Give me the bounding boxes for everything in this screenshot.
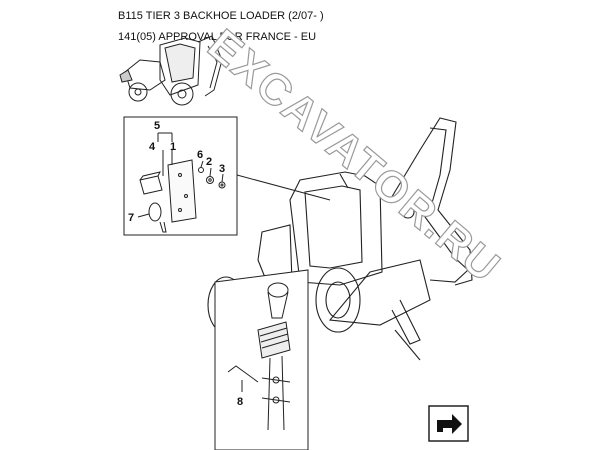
callout-2: 2: [206, 156, 212, 168]
diagram-title: B115 TIER 3 BACKHOE LOADER (2/07- ): [118, 10, 324, 22]
diagram-subtitle: 141(05) APPROVAL FOR FRANCE - EU: [118, 31, 317, 43]
callout-5: 5: [154, 120, 160, 132]
callout-8: 8: [237, 396, 243, 408]
callout-3: 3: [219, 163, 225, 175]
next-page-arrow-icon[interactable]: [428, 405, 469, 442]
callout-6: 6: [197, 149, 203, 161]
watermark-text: EXCAVATOR.RU: [199, 20, 510, 292]
callout-4: 4: [149, 141, 156, 153]
loader-thumbnail: [119, 35, 223, 106]
joystick-detail-box: [214, 269, 309, 450]
callout-7: 7: [128, 212, 134, 224]
kit-box: [123, 116, 238, 236]
callout-1: 1: [170, 141, 176, 153]
